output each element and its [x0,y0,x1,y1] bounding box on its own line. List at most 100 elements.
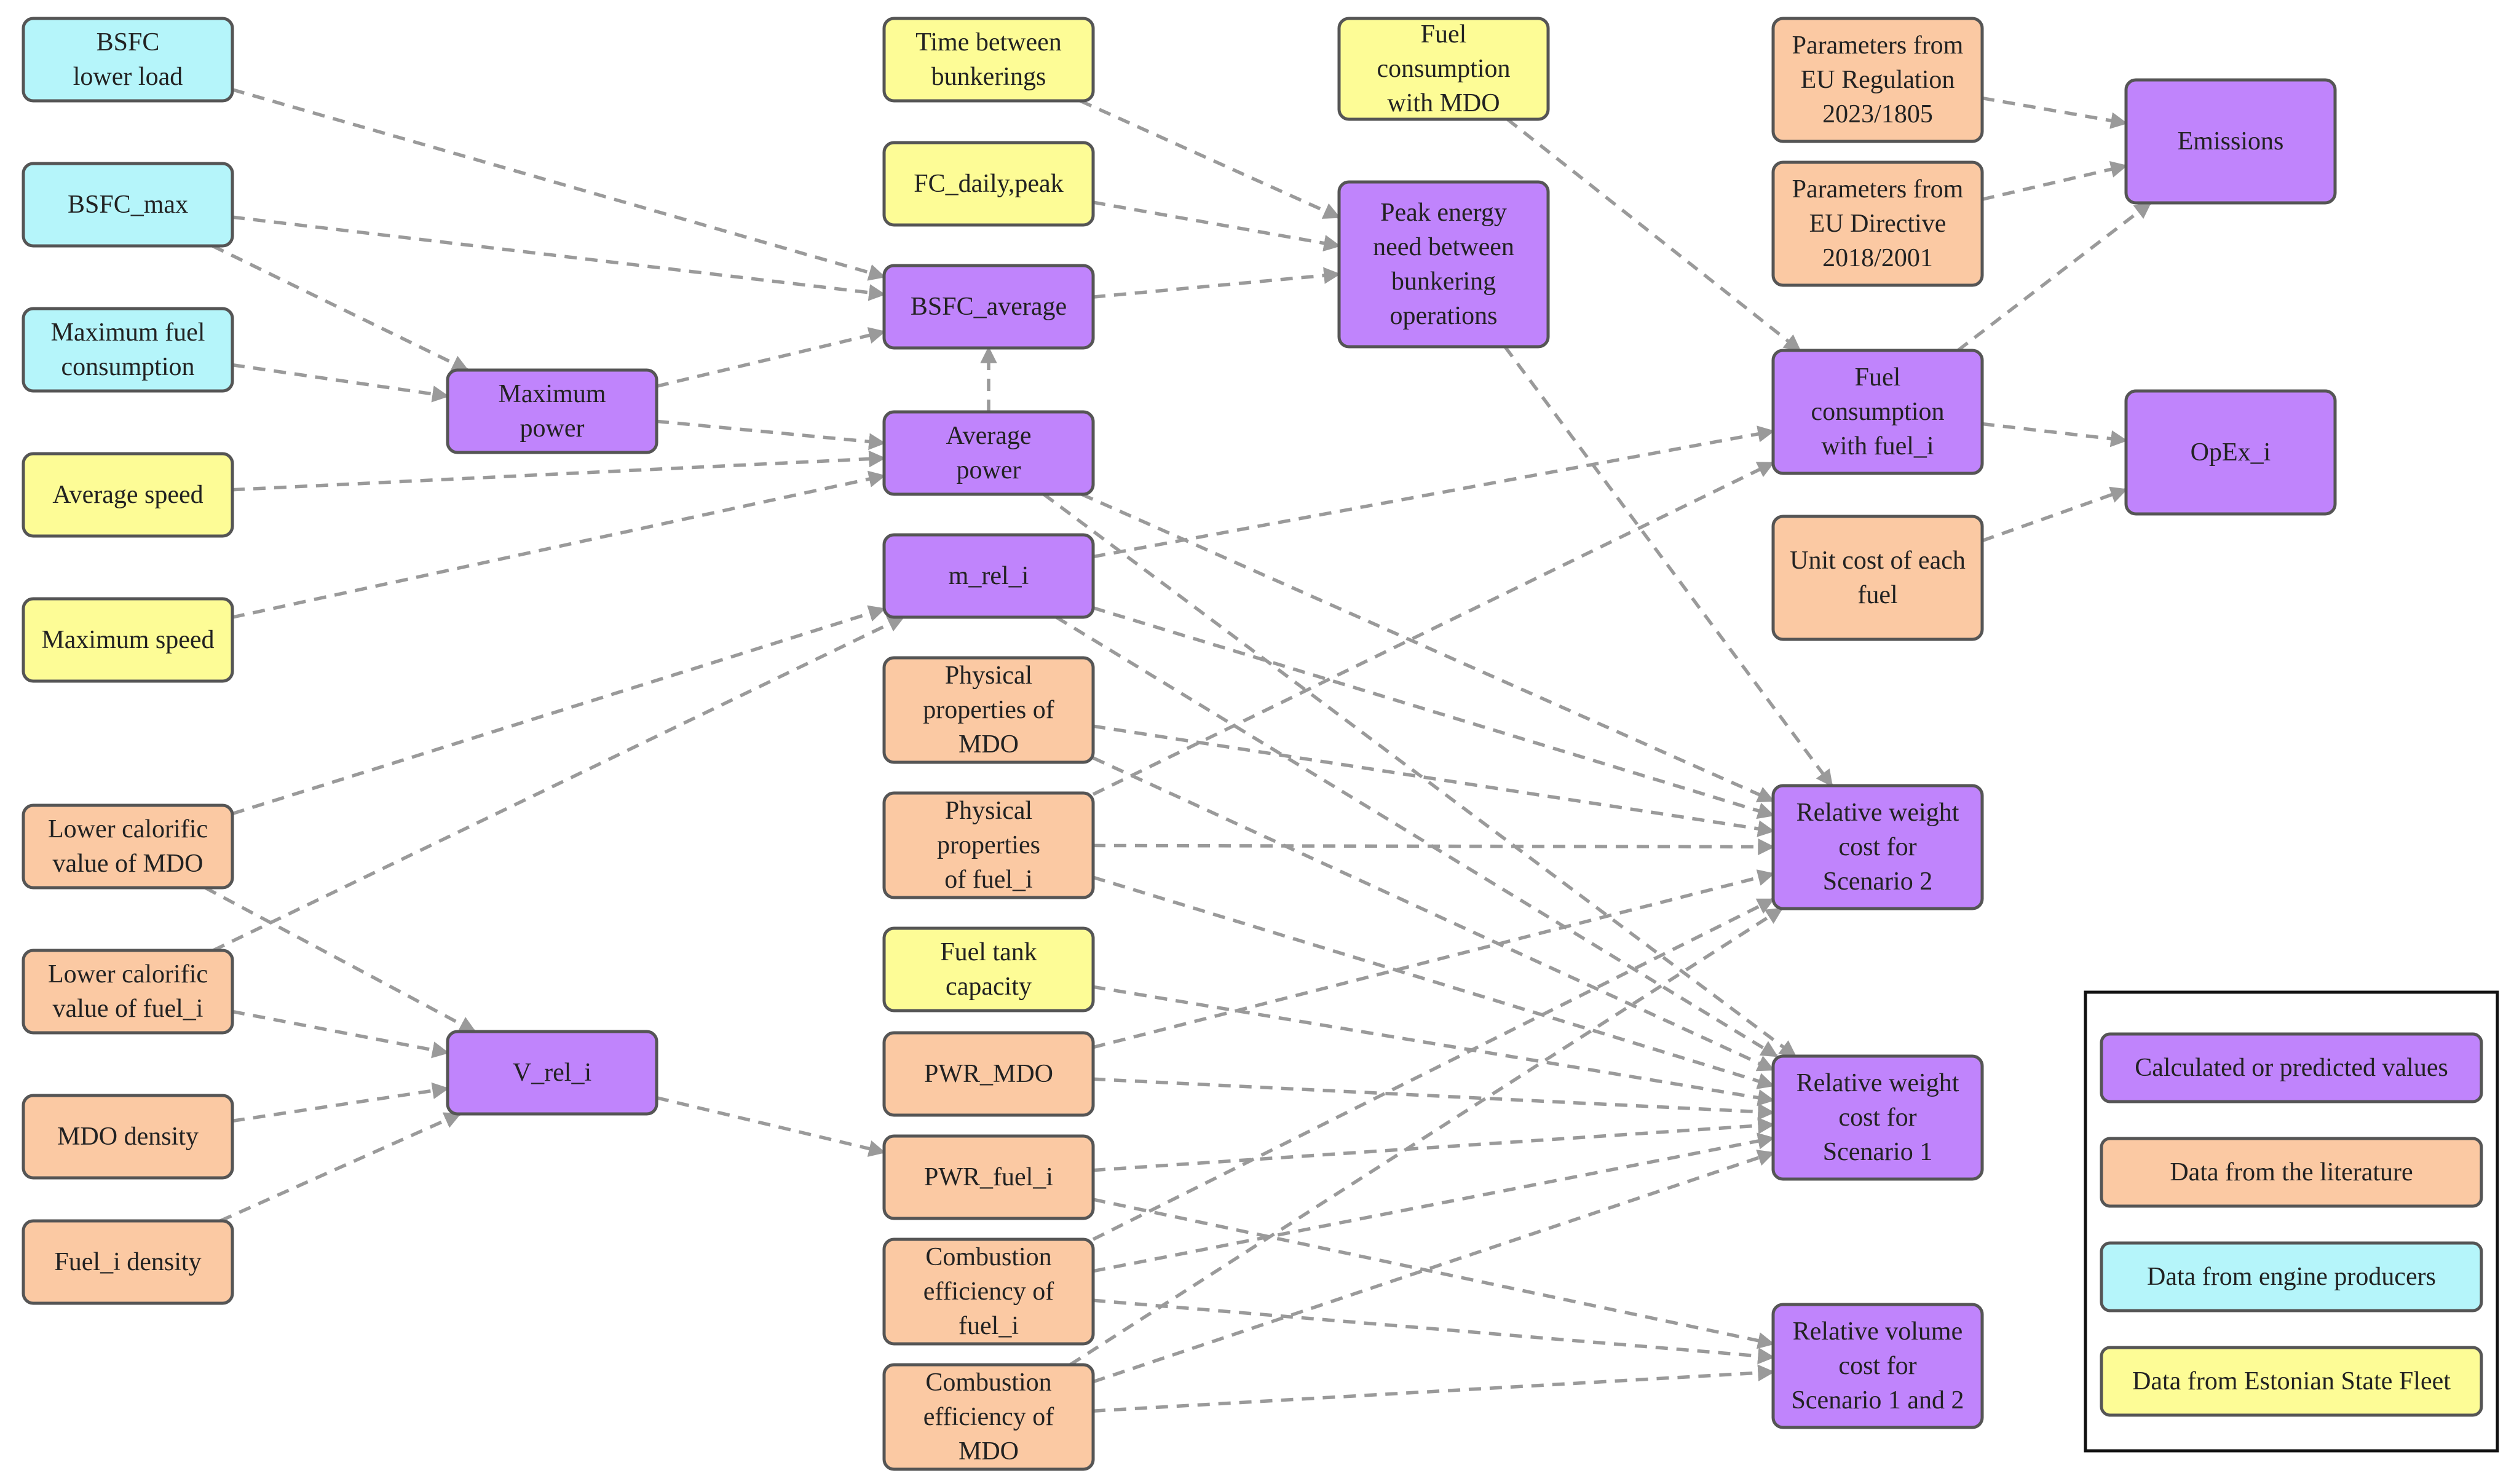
edge-phys_fuel-to-fuel_cons_i [1092,461,1775,796]
node-label: m_rel_i [949,562,1029,590]
node-label: Relative weight [1796,799,1959,827]
node-box [1337,17,1550,121]
node-label: EU Regulation [1801,66,1955,94]
node-m_rel: m_rel_i [882,533,1095,619]
edge-max_fuel_consumption-to-maximum_power [232,363,449,403]
legend-swatch [2100,1137,2483,1208]
node-label: MDO density [57,1123,199,1151]
node-box [882,17,1095,103]
edge-fuel_cons_i-to-emissions [1956,201,2152,352]
node-box [1771,1054,1984,1181]
node-box [882,264,1095,350]
node-label: Combustion [925,1368,1051,1397]
edge-average_power-to-rel_weight_2 [1080,492,1775,803]
node-label: Parameters from [1792,31,1964,60]
node-label: cost for [1838,1103,1916,1132]
node-bsfc_max: BSFC_max [22,162,234,248]
node-label: consumption [61,353,195,381]
node-box [1771,784,1984,910]
node-label: Scenario 2 [1823,867,1932,896]
node-box [1771,1303,1984,1429]
node-label: BSFC_max [68,191,188,219]
node-label: FC_daily,peak [914,170,1063,198]
node-label: properties of [923,696,1054,724]
edge-fuel_tank-to-rel_weight_1 [1093,985,1775,1107]
node-label: Maximum [499,380,606,408]
node-box [882,1237,1095,1346]
legend-swatch [2100,1241,2483,1312]
node-box [882,791,1095,899]
node-label: power [520,414,585,443]
node-box [22,162,234,248]
legend-label: Data from Estonian State Fleet [2132,1367,2451,1395]
node-label: bunkerings [931,63,1046,91]
node-label: Fuel tank [940,938,1037,966]
node-label: capacity [946,973,1032,1001]
edge-average_speed-to-average_power [232,450,886,492]
node-label: efficiency of [923,1277,1054,1306]
node-pwr_fuel: PWR_fuel_i [882,1134,1095,1220]
node-box [882,1031,1095,1117]
node-box [882,533,1095,619]
node-label: Scenario 1 and 2 [1791,1386,1964,1415]
node-bsfc_lower: BSFC lower load [22,17,234,103]
node-bsfc_average: BSFC_average [882,264,1095,350]
legend-item-engine: Data from engine producers [2100,1241,2483,1312]
node-box [1771,17,1984,143]
node-label: 2018/2001 [1822,244,1933,272]
node-label: value of fuel_i [53,995,204,1023]
edge-bsfc_lower-to-bsfc_average [232,88,886,281]
node-box [446,1030,658,1116]
edge-pwr_fuel-to-rel_volume [1093,1198,1775,1349]
node-label: properties [937,831,1040,859]
node-label: Unit cost of each [1790,547,1966,575]
edge-fuel_mdo-to-fuel_cons_i [1506,117,1801,352]
edge-fuel_density-to-v_rel [219,1112,462,1223]
node-box [2124,389,2337,516]
node-label: operations [1390,302,1498,330]
node-label: BSFC_average [911,293,1067,321]
node-opex: OpEx_i [2124,389,2337,516]
node-fuel_tank: Fuel tank capacity [882,926,1095,1012]
node-box [22,949,234,1035]
node-label: consumption [1811,398,1945,426]
node-box [22,597,234,683]
node-label: Relative weight [1796,1069,1959,1097]
node-fc_daily: FC_daily,peak [882,141,1095,227]
edge-comb_fuel-to-rel_volume [1093,1298,1775,1365]
node-label: consumption [1377,55,1511,83]
node-label: Average [946,422,1031,450]
node-box [22,803,234,890]
node-label: Physical [945,797,1032,825]
edge-comb_fuel-to-rel_weight_1 [1093,1132,1775,1273]
node-maximum_power: Maximum power [446,368,658,454]
node-box [22,1219,234,1305]
node-label: Relative volume [1793,1317,1963,1346]
node-pwr_mdo: PWR_MDO [882,1031,1095,1117]
edge-fuel_cons_i-to-opex [1982,422,2128,448]
node-label: lower load [73,63,183,91]
node-box [1771,515,1984,641]
legend-item-fleet: Data from Estonian State Fleet [2100,1346,2483,1417]
node-label: need between [1373,233,1514,261]
edge-comb_mdo-to-rel_weight_2 [1069,907,1784,1367]
edge-m_rel-to-rel_weight_2 [1093,606,1775,819]
edge-time_between-to-peak_energy [1079,99,1341,219]
node-label: Peak energy [1380,199,1507,227]
node-label: with fuel_i [1821,432,1934,460]
node-label: Physical [945,661,1032,690]
node-v_rel: V_rel_i [446,1030,658,1116]
legend-label: Data from the literature [2170,1158,2413,1186]
edge-phys_mdo-to-rel_weight_2 [1093,724,1775,837]
node-label: BSFC [97,28,160,57]
node-average_speed: Average speed [22,452,234,538]
